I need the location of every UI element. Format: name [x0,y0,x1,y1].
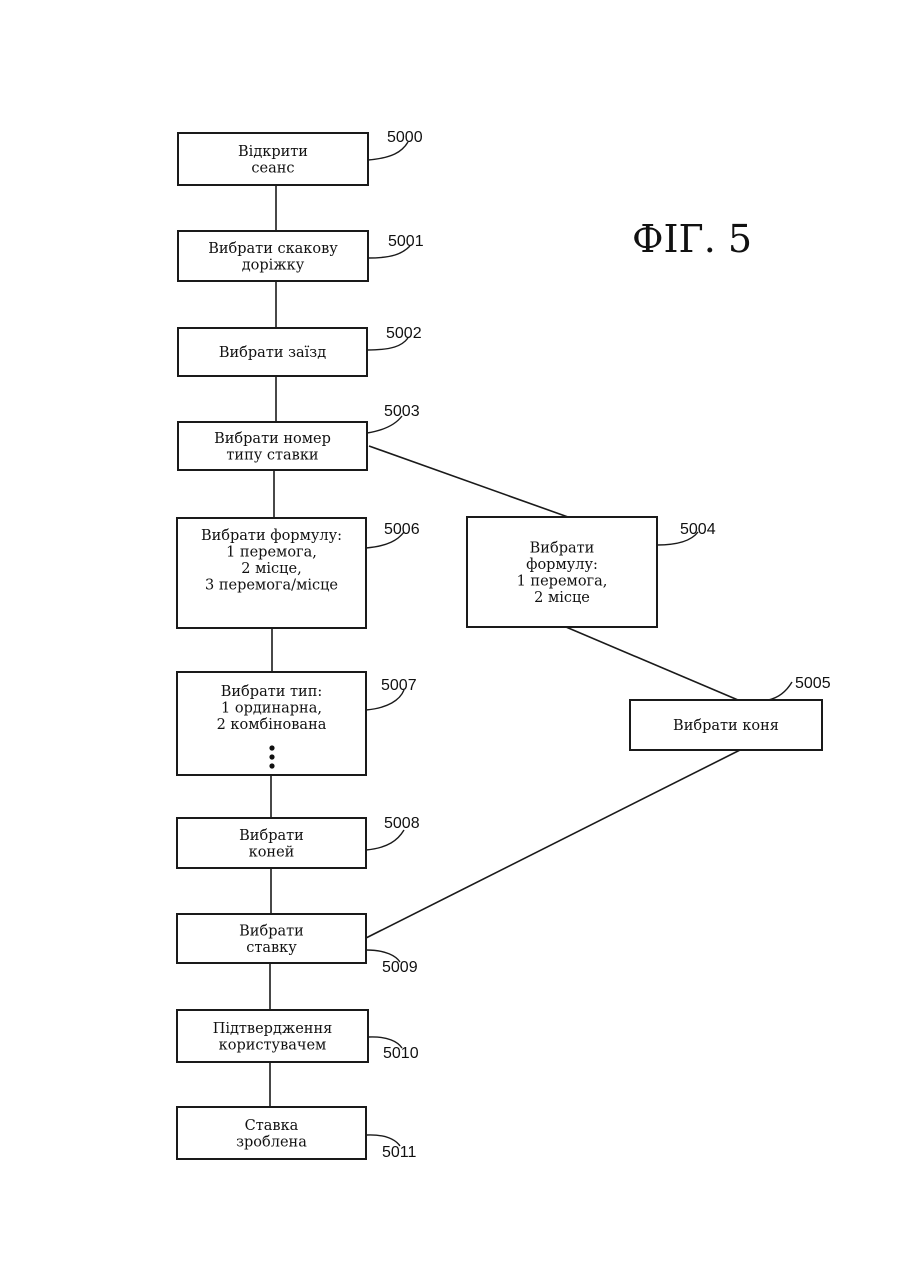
node-label-line: 1 перемога, [517,573,608,589]
node-5011: Ставказроблена 5011 [177,1107,417,1161]
node-label-line: Вибрати коня [673,718,779,734]
node-label-line: Ставка [245,1118,299,1134]
ref-number-5001: 5001 [388,233,424,250]
node-label-line: Вибрати [239,923,304,939]
node-5004: Вибратиформулу:1 перемога,2 місце 5004 [467,517,716,627]
leader-5008 [366,830,404,850]
ref-number-5007: 5007 [381,677,417,694]
node-5002: Вибрати заїзд 5002 [178,325,422,376]
edge-5005-5009 [366,750,740,938]
node-label-line: типу ставки [226,447,318,463]
ref-number-5010: 5010 [383,1045,419,1062]
node-label-line: користувачем [219,1037,327,1053]
node-label-line: 3 перемога/місце [205,578,338,594]
node-label-line: ставку [246,940,297,956]
node-label-line: Вибрати формулу: [201,528,342,544]
edges-layer [270,185,740,1107]
ref-number-5003: 5003 [384,403,420,420]
ref-number-5006: 5006 [384,521,420,538]
node-label-line: зроблена [236,1134,307,1150]
node-5001: Вибрати скаковудоріжку 5001 [178,231,424,281]
node-label-line: коней [249,844,295,860]
node-5006: Вибрати формулу:1 перемога,2 місце,3 пер… [177,518,420,628]
ref-number-5009: 5009 [382,959,418,976]
node-label-line: Вибрати номер [214,431,331,447]
node-label-line: Вибрати тип: [221,684,323,700]
ref-number-5004: 5004 [680,521,716,538]
node-label-line: Підтвердження [213,1021,333,1037]
node-label-line: 1 перемога, [226,545,317,561]
node-5007: Вибрати тип:1 ординарна,2 комбінована 500… [177,672,417,775]
ellipsis-dot [269,763,274,768]
node-5008: Вибратиконей 5008 [177,815,420,868]
node-label-line: Вибрати [530,540,595,556]
figure-title: ФІГ. 5 [632,217,752,261]
node-label-line: 2 місце [534,590,590,606]
leader-5005 [768,682,792,700]
node-label-line: 1 ординарна, [221,701,322,717]
node-label-line: Відкрити [238,144,308,160]
ellipsis-dot [269,754,274,759]
node-label-line: сеанс [251,160,294,176]
nodes-layer: Відкритисеанс 5000Вибрати скаковудоріжку 5… [177,129,831,1161]
ref-number-5011: 5011 [382,1144,417,1161]
ref-number-5000: 5000 [387,129,423,146]
node-label-line: Вибрати заїзд [219,345,326,361]
node-5010: Підтвердженнякористувачем 5010 [177,1010,419,1062]
ellipsis-dot [269,745,274,750]
node-5005: Вибрати коня 5005 [630,675,831,750]
leaders-layer [366,142,792,1146]
ref-number-5002: 5002 [386,325,422,342]
ref-number-5005: 5005 [795,675,831,692]
node-label-line: доріжку [242,257,305,273]
ref-number-5008: 5008 [384,815,420,832]
node-label-line: 2 місце, [241,561,301,577]
edge-5003-5004 [369,446,568,517]
node-5009: Вибратиставку 5009 [177,914,418,976]
node-label-line: Вибрати скакову [208,241,338,257]
node-label-line: 2 комбінована [217,717,327,733]
node-label-line: Вибрати [239,828,304,844]
ellipsis-icon [269,745,274,768]
node-label-line: формулу: [526,557,598,573]
node-5003: Вибрати номертипу ставки 5003 [178,403,420,470]
edge-5004-5005 [566,627,738,700]
